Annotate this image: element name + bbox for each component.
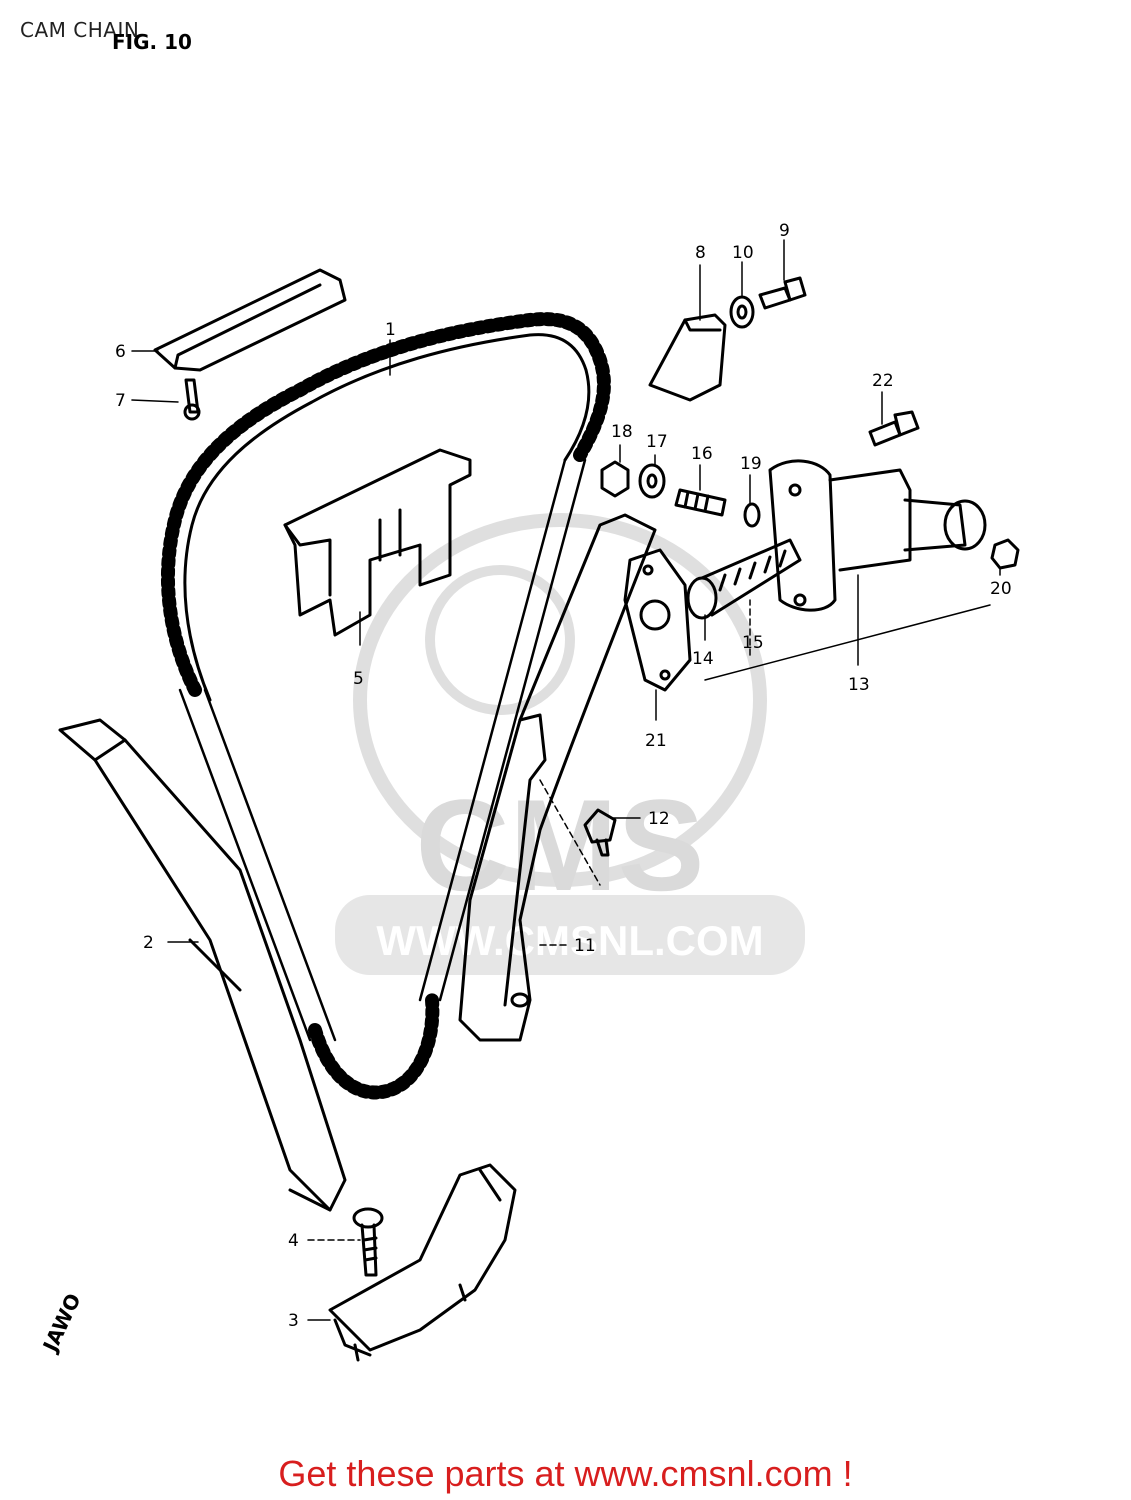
callout-16: 16: [691, 444, 713, 464]
callout-13: 13: [848, 675, 870, 695]
part-5-chain-guide-top: [283, 448, 472, 637]
part-20-cap-nut: [990, 538, 1020, 570]
callout-21: 21: [645, 731, 667, 751]
callout-10: 10: [732, 243, 754, 263]
callout-12: 12: [648, 809, 670, 829]
callout-18: 18: [611, 422, 633, 442]
watermark-logo: CMS: [416, 772, 705, 918]
part-4-screw: [352, 1207, 384, 1277]
callout-1: 1: [385, 320, 396, 340]
callout-19: 19: [740, 454, 762, 474]
part-3-guide-holder: [328, 1163, 517, 1362]
part-10-washer: [729, 295, 755, 329]
figure-label: FIG. 10: [112, 30, 192, 54]
part-17-washer-small: [638, 463, 666, 499]
part-14-push-rod: [686, 538, 802, 620]
part-19-o-ring: [743, 502, 761, 528]
part-15-spring: [718, 549, 787, 592]
callout-11: 11: [574, 936, 596, 956]
callout-3: 3: [288, 1311, 299, 1331]
footer-link[interactable]: Get these parts at www.cmsnl.com !: [278, 1453, 853, 1494]
callout-20: 20: [990, 579, 1012, 599]
part-11-tensioner-slipper: [458, 513, 657, 1042]
part-12-bolt-slipper: [583, 808, 617, 857]
callout-5: 5: [353, 669, 364, 689]
part-6-chain-guide-upper: [153, 268, 347, 372]
part-21-gasket: [623, 548, 692, 692]
callout-15: 15: [742, 633, 764, 653]
leader-lines: [131, 239, 1001, 1321]
part-7-screw-small: [183, 378, 201, 421]
watermark-url: WWW.CMSNL.COM: [376, 917, 763, 964]
callout-22: 22: [872, 371, 894, 391]
part-13-tensioner-assembly: [768, 459, 987, 612]
part-16-stud: [674, 488, 727, 517]
callout-8: 8: [695, 243, 706, 263]
page-title: CAM CHAIN: [20, 18, 140, 42]
part-9-bolt: [758, 276, 807, 310]
callout-9: 9: [779, 221, 790, 241]
callout-labels: 1 2 3 4 5 6 7 8 9 10 11 12 13 14 15 16 1…: [115, 221, 1012, 1331]
callout-4: 4: [288, 1231, 299, 1251]
callout-7: 7: [115, 391, 126, 411]
callout-2: 2: [143, 933, 154, 953]
part-8-tensioner-cap: [648, 313, 727, 402]
part-1-cam-chain: [161, 312, 611, 1100]
part-22-bolt-tensioner: [868, 410, 920, 447]
part-2-chain-guide-rear: [58, 718, 347, 1212]
part-18-nut: [600, 460, 630, 498]
callout-17: 17: [646, 432, 668, 452]
callout-14: 14: [692, 649, 714, 669]
callout-6: 6: [115, 342, 126, 362]
